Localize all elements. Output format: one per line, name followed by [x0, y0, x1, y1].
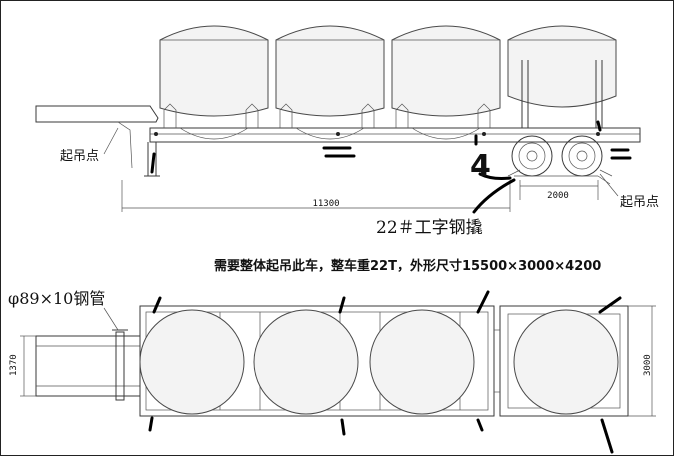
handwritten-marks-side	[150, 120, 632, 214]
landing-gear	[144, 142, 160, 177]
axle-stand	[507, 169, 613, 177]
handwritten-number: 4	[470, 149, 491, 184]
tank-side-1	[159, 25, 269, 140]
handwritten-marks-top	[148, 290, 622, 454]
dim-axle-label: 2000	[547, 191, 569, 201]
tank-side-2	[275, 25, 385, 140]
lift-point-dot	[336, 132, 340, 136]
dim-line-length	[121, 180, 511, 212]
tank-top-2	[253, 309, 359, 415]
tank-top-1	[139, 309, 245, 415]
steel-pipe	[115, 331, 125, 401]
dim-line-width-right	[628, 305, 656, 417]
rear-frame-top	[499, 305, 629, 417]
tank-top-4	[513, 309, 619, 415]
gooseneck-deck	[35, 105, 159, 123]
gooseneck-leg	[117, 121, 133, 169]
lift-point-dot	[596, 132, 600, 136]
tank-top-3	[369, 309, 475, 415]
lift-point-dot	[154, 132, 158, 136]
lift-point-dot	[482, 132, 486, 136]
top-view: 1370 3000 φ89×10钢管	[8, 289, 656, 454]
tank-side-4	[507, 25, 617, 128]
lift-point-right-label: 起吊点	[620, 195, 659, 210]
pipe-note: φ89×10钢管	[8, 289, 105, 308]
dim-width-left-label: 1370	[9, 354, 19, 376]
requirement-text: 需要整体起吊此车，整车重22T，外形尺寸15500×3000×4200	[214, 258, 601, 274]
dim-line-axle	[514, 175, 611, 200]
tank-saddles	[163, 103, 491, 128]
lift-point-left-label: 起吊点	[60, 149, 99, 164]
beam-note: 22＃工字钢撬	[376, 218, 483, 238]
leader-line	[103, 307, 119, 331]
leader-line	[103, 127, 119, 155]
tank-side-3	[391, 25, 501, 140]
main-chassis-beam	[149, 127, 641, 143]
dim-width-right-label: 3000	[643, 354, 653, 376]
leader-line	[599, 173, 619, 197]
dim-length-label: 11300	[312, 199, 339, 209]
side-view: 11300 2000 起吊点 起吊点 4	[35, 25, 659, 214]
dim-line-width-left	[20, 335, 36, 397]
